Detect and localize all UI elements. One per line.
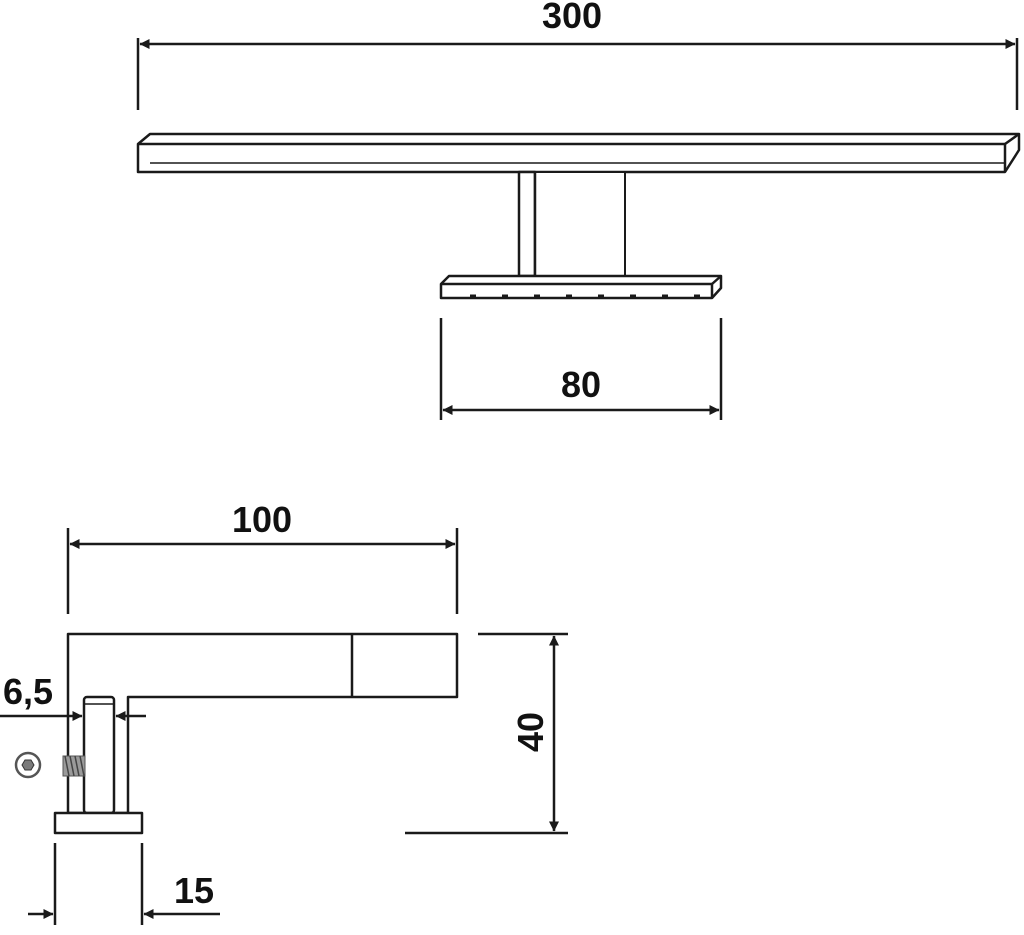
- dim-label-80: 80: [561, 364, 601, 405]
- set-screw-icon: [14, 751, 86, 779]
- dim-label-40: 40: [510, 712, 551, 752]
- dimension-base-thickness: [28, 843, 220, 925]
- side-profile: [66, 632, 459, 815]
- light-bar: [136, 132, 1021, 174]
- dim-label-15: 15: [174, 870, 214, 911]
- side-base-plate: [53, 811, 144, 835]
- dim-label-100: 100: [232, 499, 292, 540]
- dimension-depth: [66, 528, 459, 614]
- dim-label-300: 300: [542, 0, 602, 36]
- dimension-base-width: [439, 318, 723, 420]
- side-view: [0, 528, 568, 925]
- mounting-arm: [517, 170, 626, 278]
- dimension-height: [405, 632, 568, 835]
- wall-plate: [439, 274, 723, 300]
- top-view: [136, 38, 1021, 420]
- dim-label-6-5: 6,5: [3, 671, 53, 712]
- side-stem: [82, 695, 116, 815]
- dimension-overall-length: [136, 38, 1019, 110]
